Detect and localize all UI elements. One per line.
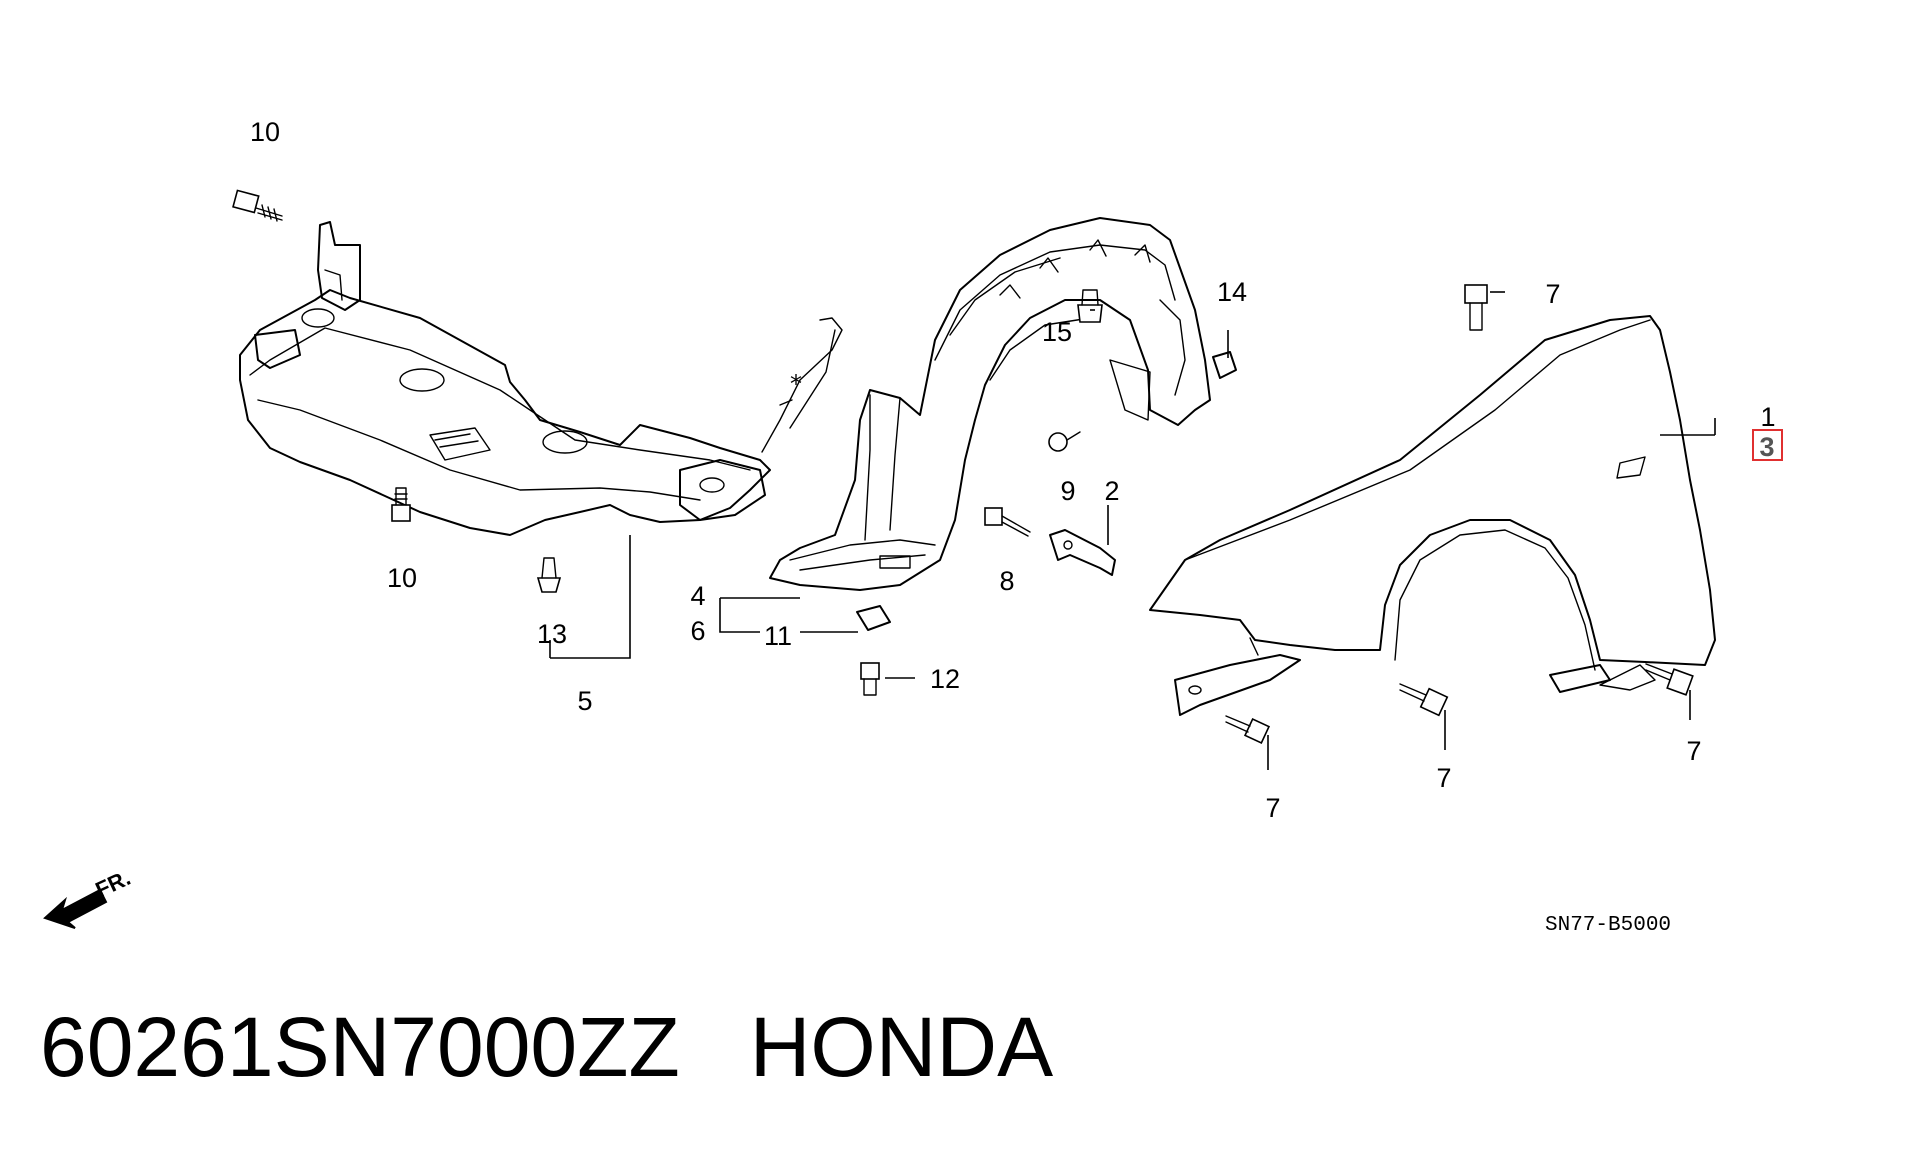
callout-5: 5 <box>577 686 592 716</box>
bracket-part-2 <box>1049 529 1116 576</box>
callout-9: 9 <box>1060 476 1075 506</box>
callout-7-top: 7 <box>1545 279 1560 309</box>
clip-part-11 <box>856 605 891 631</box>
arrow-icon <box>43 888 108 929</box>
highlight-box <box>1752 429 1783 461</box>
leader-lines <box>549 291 1716 770</box>
clip-9 <box>1048 431 1081 452</box>
callout-1: 1 <box>1760 402 1775 432</box>
callout-10-top: 10 <box>250 117 280 147</box>
bolt-8 <box>984 507 1031 537</box>
bolt-7-left <box>1225 715 1271 745</box>
part-number: 60261SN7000ZZ <box>40 1000 680 1094</box>
callout-7-right: 7 <box>1686 736 1701 766</box>
callout-15: 15 <box>1042 317 1072 347</box>
bolt-7-top <box>1464 284 1488 331</box>
bolt-7-right <box>1645 663 1694 696</box>
callout-11: 11 <box>764 621 792 651</box>
asterisk-mark: * <box>790 370 802 398</box>
callout-8: 8 <box>999 566 1014 596</box>
callout-2: 2 <box>1104 476 1119 506</box>
bolt-12 <box>860 662 880 696</box>
bolt-10-top <box>232 189 283 222</box>
callout-6: 6 <box>690 616 705 646</box>
callout-10-bottom: 10 <box>387 563 417 593</box>
inner-fender-liner-part <box>769 217 1211 591</box>
callout-14: 14 <box>1217 277 1247 307</box>
front-direction-arrow: FR. <box>43 865 134 929</box>
drawing-code: SN77-B5000 <box>1545 914 1671 937</box>
splash-shield-part: * <box>239 221 843 536</box>
brand-name: HONDA <box>749 1000 1054 1094</box>
clip-13 <box>536 557 562 593</box>
bolt-10-bottom <box>391 487 411 522</box>
callout-7-mid: 7 <box>1436 763 1451 793</box>
front-fender-part <box>1149 315 1716 716</box>
callout-12: 12 <box>930 664 960 694</box>
callout-7-left: 7 <box>1265 793 1280 823</box>
clip-15 <box>1077 289 1103 323</box>
bolt-7-mid <box>1399 683 1449 717</box>
callout-3-highlighted: 3 <box>1759 432 1774 462</box>
nut-part-14 <box>1212 351 1237 379</box>
callout-4: 4 <box>690 581 705 611</box>
callout-13: 13 <box>537 619 567 649</box>
